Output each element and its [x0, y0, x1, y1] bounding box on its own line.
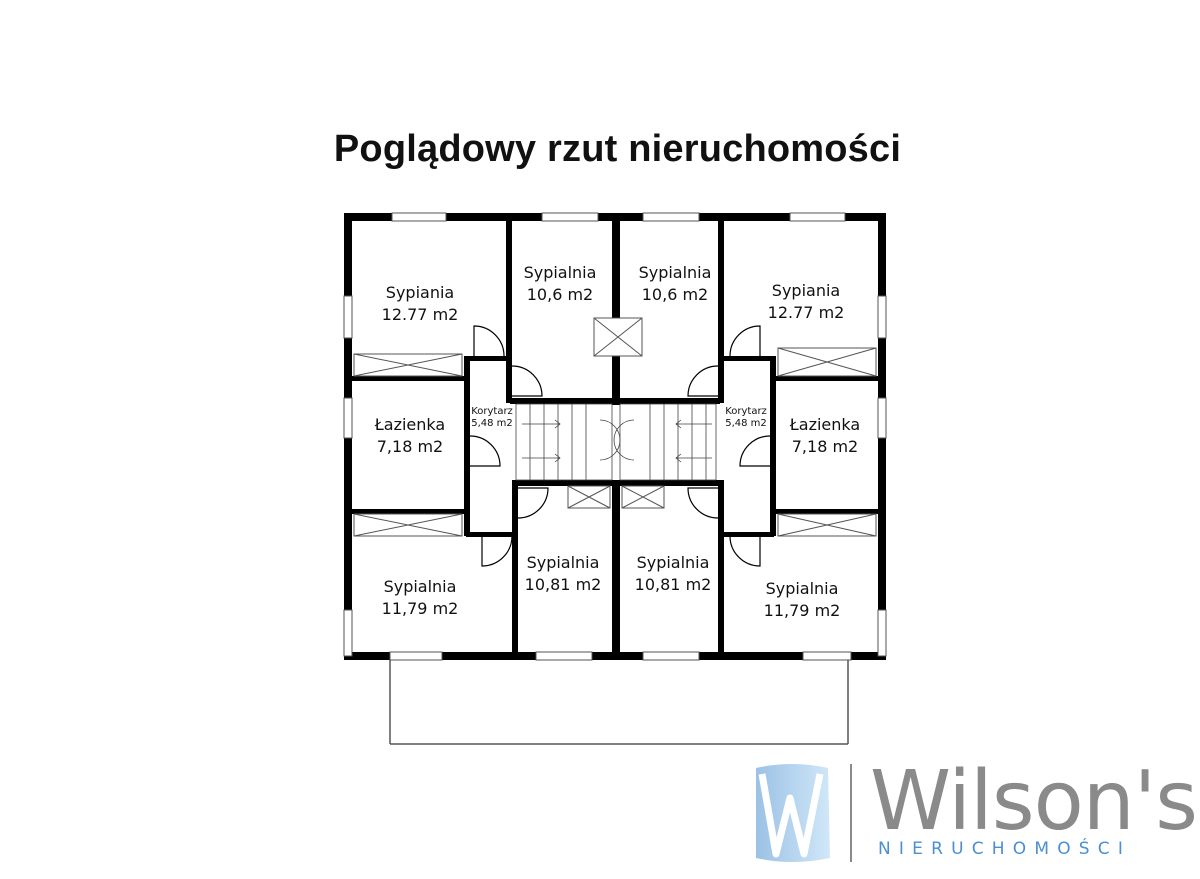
- room-r12-label: Sypialnia 11,79 m2: [754, 578, 850, 622]
- room-r7-area: 5,48 m2: [725, 418, 767, 429]
- interior-walls: [352, 213, 878, 660]
- page-title: Poglądowy rzut nieruchomości: [333, 128, 902, 170]
- room-r12-name: Sypialnia: [765, 579, 839, 598]
- room-r2-area: 10,6 m2: [526, 285, 594, 304]
- room-r8-name: Łazienka: [789, 415, 861, 434]
- room-r6-label: Korytarz 5,48 m2: [466, 406, 518, 430]
- brand-name: Wilson's: [870, 754, 1198, 849]
- doors: [469, 325, 771, 567]
- room-r10-label: Sypialnia 10,81 m2: [515, 552, 611, 596]
- room-r5-area: 7,18 m2: [376, 437, 444, 456]
- room-r4-label: Sypiania 12.77 m2: [758, 280, 854, 324]
- room-r11-name: Sypialnia: [636, 553, 710, 572]
- room-r2-name: Sypialnia: [523, 263, 597, 282]
- room-r8-label: Łazienka 7,18 m2: [777, 414, 873, 458]
- room-r3-name: Sypialnia: [638, 263, 712, 282]
- room-r11-area: 10,81 m2: [634, 575, 712, 594]
- room-r5-label: Łazienka 7,18 m2: [362, 414, 458, 458]
- room-r9-area: 11,79 m2: [381, 599, 459, 618]
- room-r6-area: 5,48 m2: [471, 418, 513, 429]
- room-r2-label: Sypialnia 10,6 m2: [512, 262, 608, 306]
- logo-w-mark: [756, 764, 830, 862]
- logo-divider: [850, 764, 852, 862]
- room-r10-name: Sypialnia: [526, 553, 600, 572]
- windows: [343, 212, 887, 661]
- wilsons-logo: [756, 764, 852, 862]
- room-r11-label: Sypialnia 10,81 m2: [625, 552, 721, 596]
- room-r7-name: Korytarz: [725, 406, 767, 417]
- room-r8-area: 7,18 m2: [791, 437, 859, 456]
- room-r9-label: Sypialnia 11,79 m2: [372, 576, 468, 620]
- room-r1-area: 12.77 m2: [381, 305, 459, 324]
- room-r12-area: 11,79 m2: [763, 601, 841, 620]
- stairs: [515, 403, 717, 481]
- room-r1-name: Sypiania: [385, 283, 455, 302]
- room-r5-name: Łazienka: [374, 415, 446, 434]
- room-r10-area: 10,81 m2: [524, 575, 602, 594]
- room-r9-name: Sypialnia: [383, 577, 457, 596]
- brand-subtitle: NIERUCHOMOŚCI: [878, 839, 1132, 859]
- room-r4-name: Sypiania: [771, 281, 841, 300]
- room-r1-label: Sypiania 12.77 m2: [372, 282, 468, 326]
- balcony: [389, 660, 849, 745]
- wardrobes: [353, 317, 877, 537]
- room-r7-label: Korytarz 5,48 m2: [720, 406, 772, 430]
- room-r3-area: 10,6 m2: [641, 285, 709, 304]
- room-r4-area: 12.77 m2: [767, 303, 845, 322]
- room-r3-label: Sypialnia 10,6 m2: [627, 262, 723, 306]
- room-r6-name: Korytarz: [471, 406, 513, 417]
